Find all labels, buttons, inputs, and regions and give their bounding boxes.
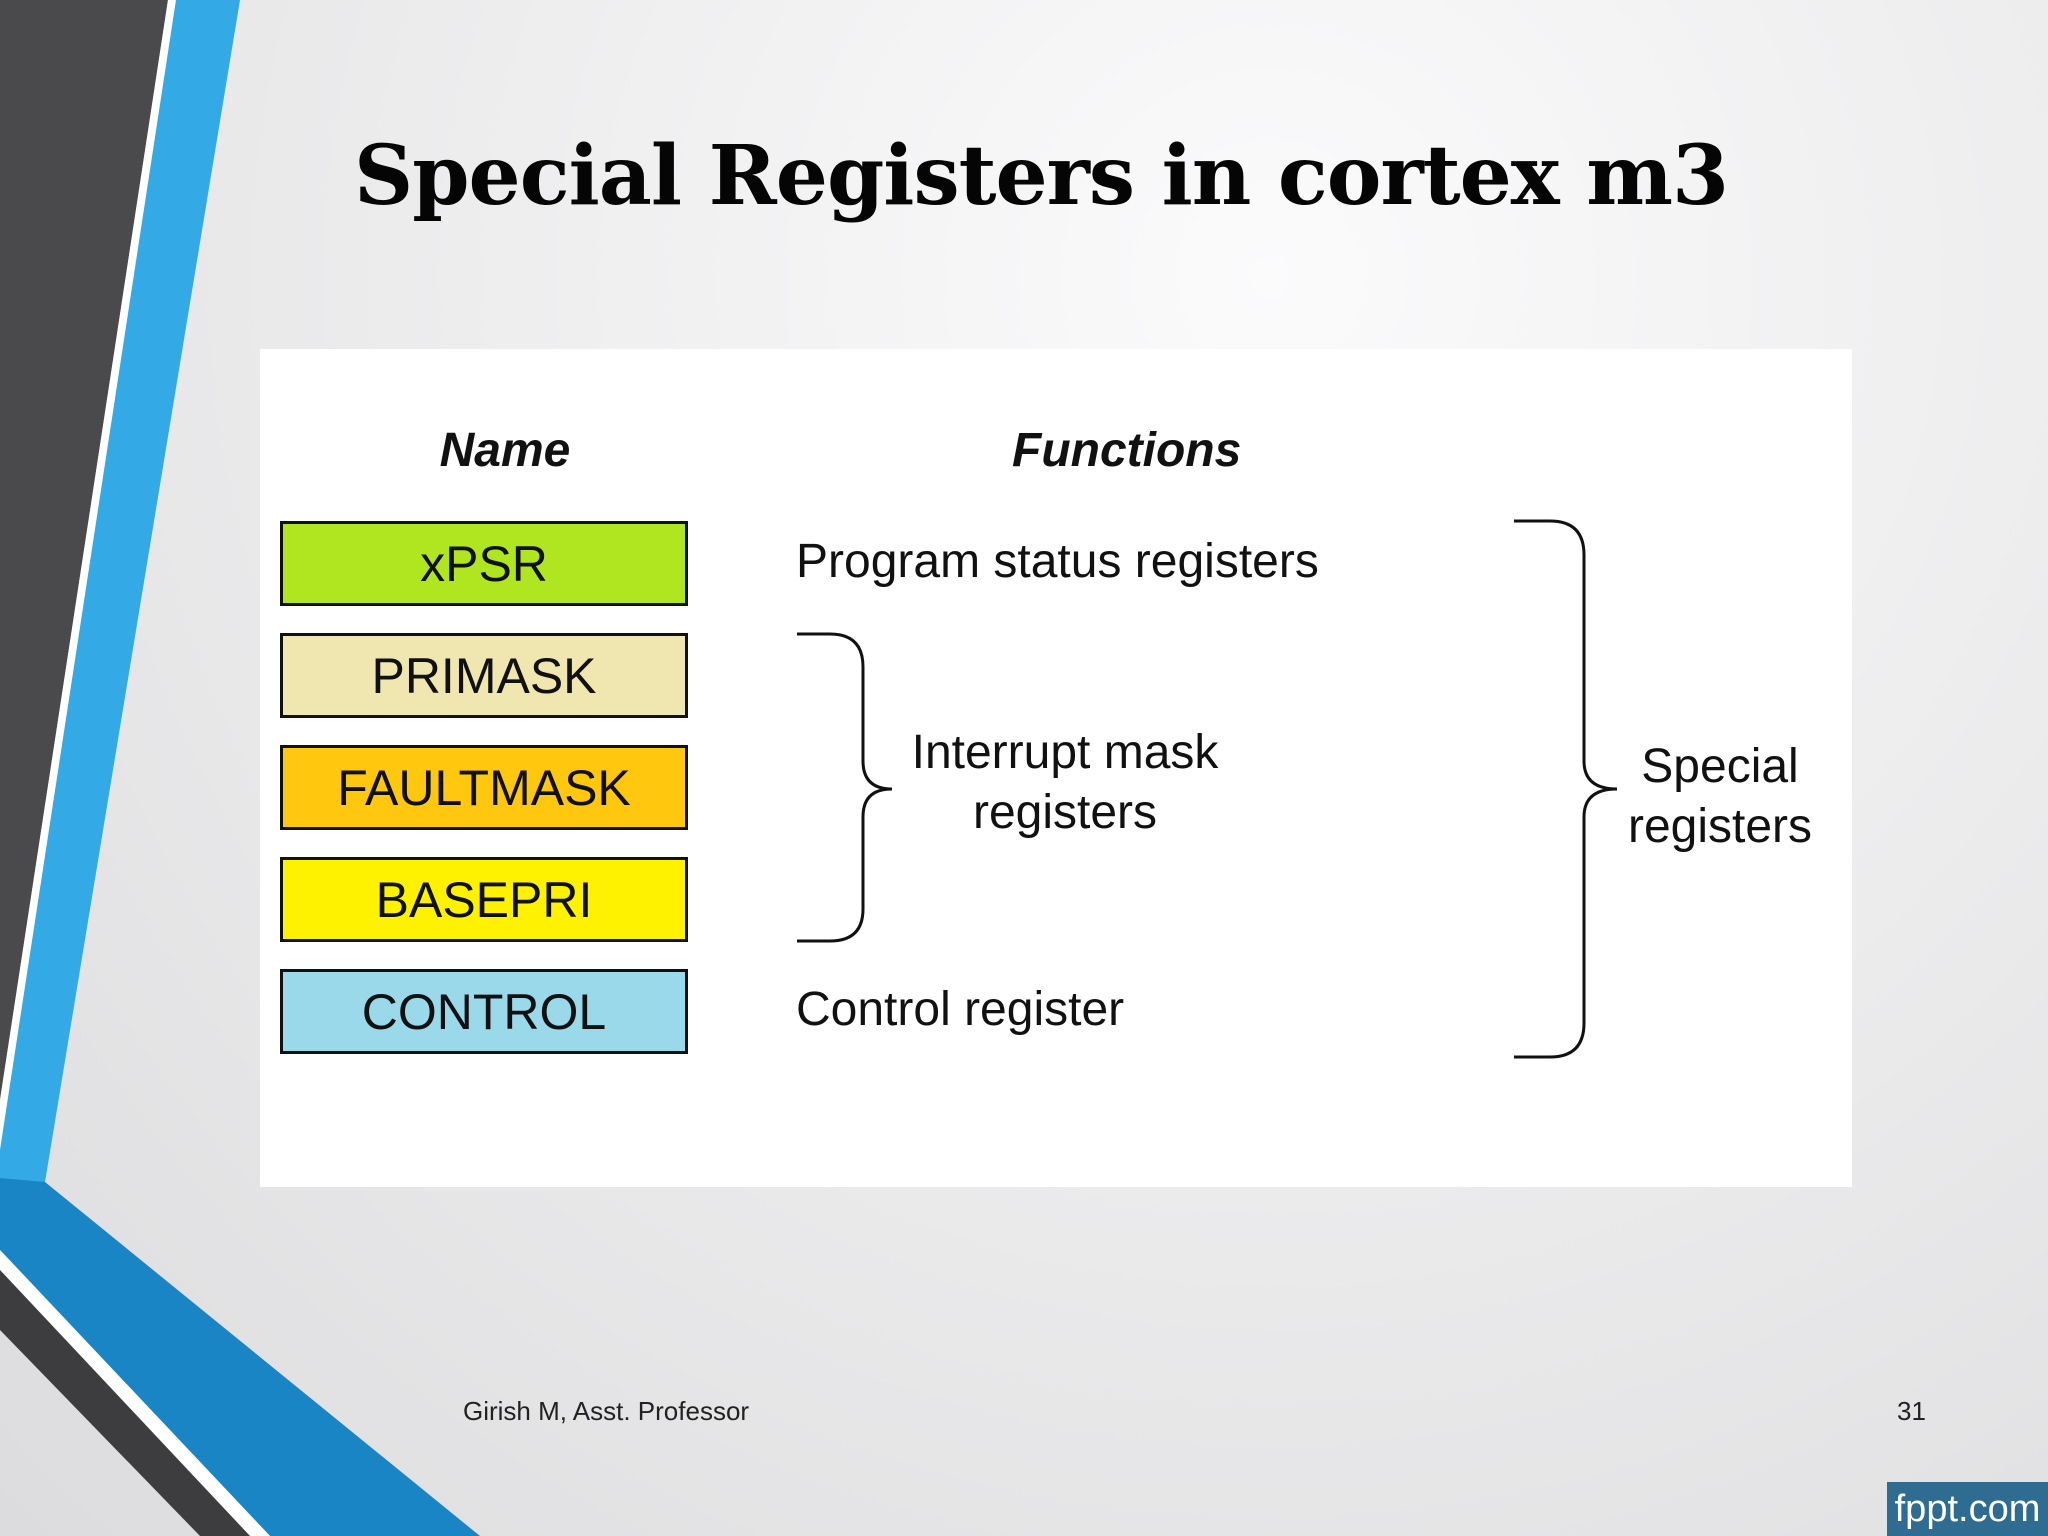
register-box-control: CONTROL	[280, 969, 688, 1054]
blue-stripe-left	[0, 0, 240, 1182]
fppt-watermark-logo: fppt.com	[1887, 1482, 2048, 1536]
interrupt-mask-brace	[797, 632, 893, 943]
control-register-label: Control register	[796, 983, 1125, 1036]
special-registers-brace	[1514, 519, 1618, 1059]
register-box-primask: PRIMASK	[280, 633, 688, 718]
brace-group	[797, 519, 1618, 1059]
interrupt-mask-label: Interrupt mask registers	[900, 723, 1230, 843]
name-column-header: Name	[439, 424, 571, 477]
special-registers-diagram: Name Functions xPSR PRIMASK FAULTMASK BA…	[260, 349, 1852, 1187]
footer-author: Girish M, Asst. Professor	[463, 1396, 750, 1426]
special-line2: registers	[1627, 800, 1813, 853]
functions-column-header: Functions	[1012, 424, 1242, 477]
program-status-label: Program status registers	[796, 535, 1319, 588]
blue-stripe-bottom	[0, 1178, 480, 1536]
slide-title: Special Registers in cortex m3	[354, 128, 1729, 224]
register-box-basepri: BASEPRI	[280, 857, 688, 942]
register-box-faultmask: FAULTMASK	[280, 745, 688, 830]
special-line1: Special	[1641, 740, 1799, 793]
interrupt-mask-line1: Interrupt mask	[911, 726, 1219, 779]
register-box-xpsr: xPSR	[280, 521, 688, 606]
dark-stripe-bottom	[0, 1270, 250, 1536]
interrupt-mask-line2: registers	[972, 786, 1158, 839]
white-stripe-bottom	[0, 1250, 270, 1536]
page-number: 31	[1897, 1396, 1926, 1426]
special-registers-label: Special registers	[1590, 737, 1850, 857]
